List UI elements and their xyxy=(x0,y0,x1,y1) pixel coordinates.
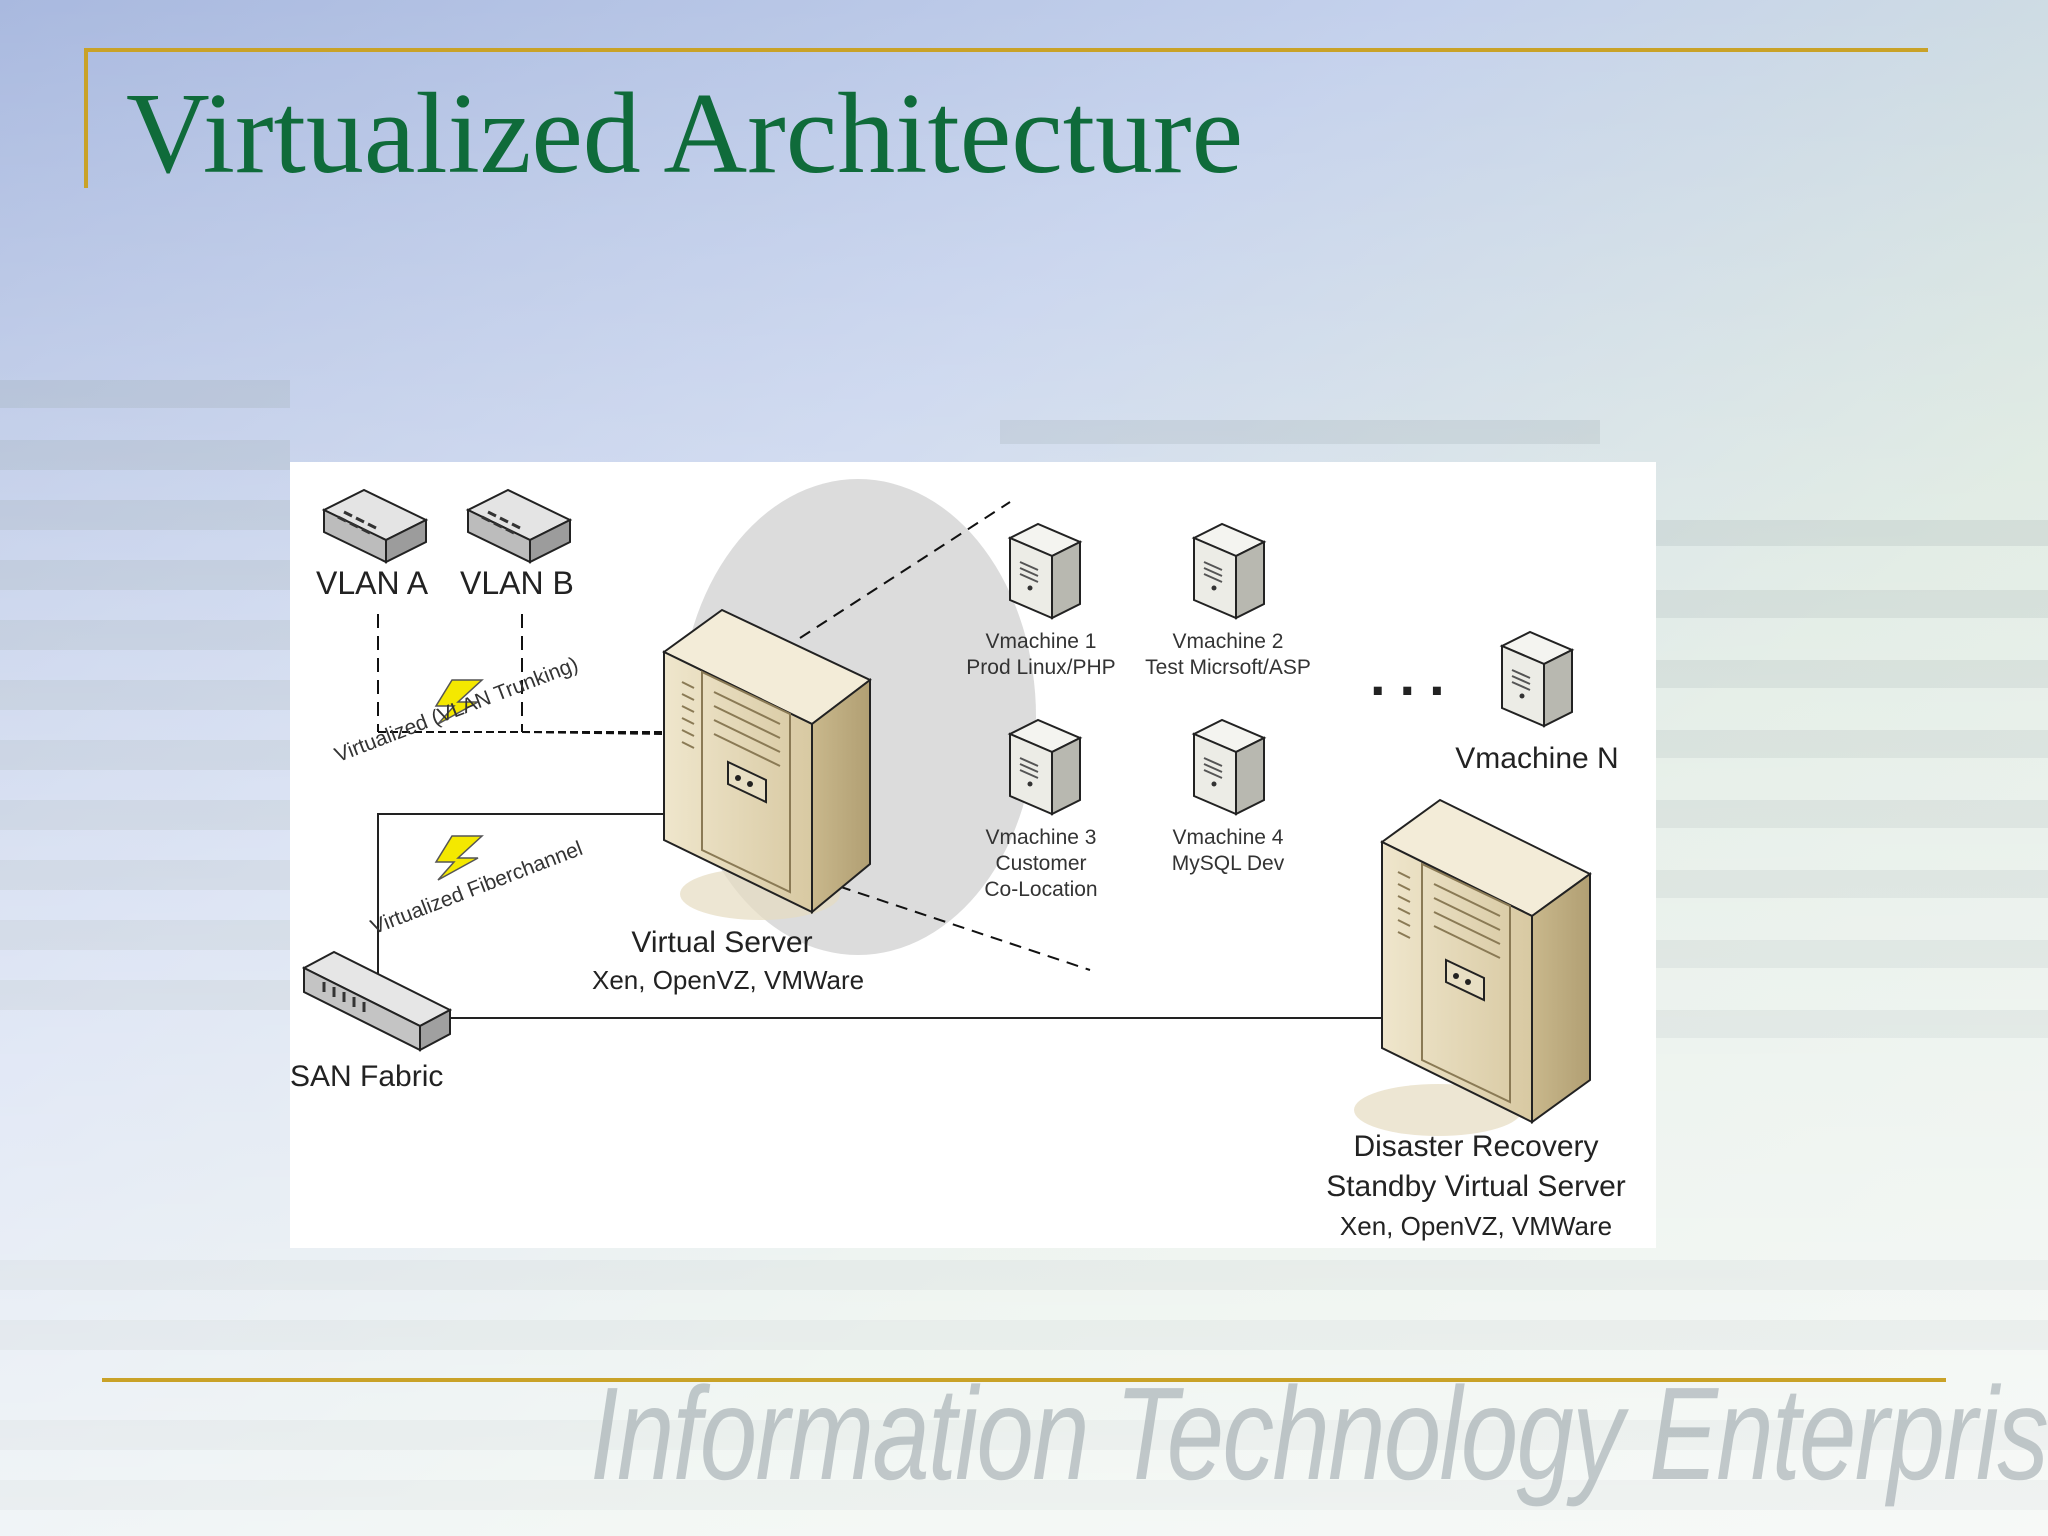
watermark-text: Information Technology Enterprise xyxy=(590,1360,2048,1507)
vmachine-n-label: Vmachine N xyxy=(1455,742,1619,775)
vm-tower-icon xyxy=(1191,718,1267,816)
vmachine-1-desc: Prod Linux/PHP xyxy=(966,656,1116,679)
server-tower-icon xyxy=(1354,798,1592,1136)
vmachine-4-name: Vmachine 4 xyxy=(1172,826,1284,849)
vlan-a-label: VLAN A xyxy=(316,565,429,601)
san-switch-icon xyxy=(301,950,453,1052)
vm-tower-icon xyxy=(1191,522,1267,620)
lightning-icon xyxy=(434,835,484,881)
fiberchannel-link xyxy=(377,813,665,974)
vlan-b-label: VLAN B xyxy=(460,565,574,601)
dr-server-label-line1: Disaster Recovery xyxy=(1353,1130,1599,1163)
san-fabric-label: SAN Fabric xyxy=(290,1060,444,1093)
vm-tower-icon xyxy=(1007,718,1083,816)
vmachine-3-desc: Customer xyxy=(995,852,1087,875)
more-vms-ellipsis: ... xyxy=(1370,644,1459,707)
vmachine-2-desc: Test Micrsoft/ASP xyxy=(1145,656,1311,679)
top-rule-vertical xyxy=(84,48,88,188)
slide-title: Virtualized Architecture xyxy=(126,70,1244,198)
vmachine-3-desc-line2: Co-Location xyxy=(984,878,1098,901)
oval-connector-top xyxy=(799,501,1011,639)
network-switch-icon xyxy=(321,488,429,564)
virtual-server-label: Virtual Server xyxy=(631,926,813,959)
vmachine-3-name: Vmachine 3 xyxy=(985,826,1097,849)
server-tower-icon xyxy=(662,608,872,920)
dr-server-label-line2: Standby Virtual Server xyxy=(1326,1170,1626,1203)
vmachine-2-name: Vmachine 2 xyxy=(1172,630,1284,653)
oval-connector-bottom xyxy=(819,879,1091,971)
top-rule xyxy=(84,48,1928,52)
vm-tower-icon xyxy=(1007,522,1083,620)
virtual-server-software: Xen, OpenVZ, VMWare xyxy=(592,965,865,995)
dr-server-software: Xen, OpenVZ, VMWare xyxy=(1339,1211,1613,1241)
vmachine-4-desc: MySQL Dev xyxy=(1171,852,1285,875)
vm-tower-icon xyxy=(1499,630,1575,728)
network-switch-icon xyxy=(465,488,573,564)
architecture-diagram: VLAN A VLAN B Virtualized (VLAN Trunking… xyxy=(290,462,1656,1248)
vmachine-1-name: Vmachine 1 xyxy=(985,630,1097,653)
lightning-icon xyxy=(434,679,484,725)
bottom-rule xyxy=(102,1378,1946,1382)
